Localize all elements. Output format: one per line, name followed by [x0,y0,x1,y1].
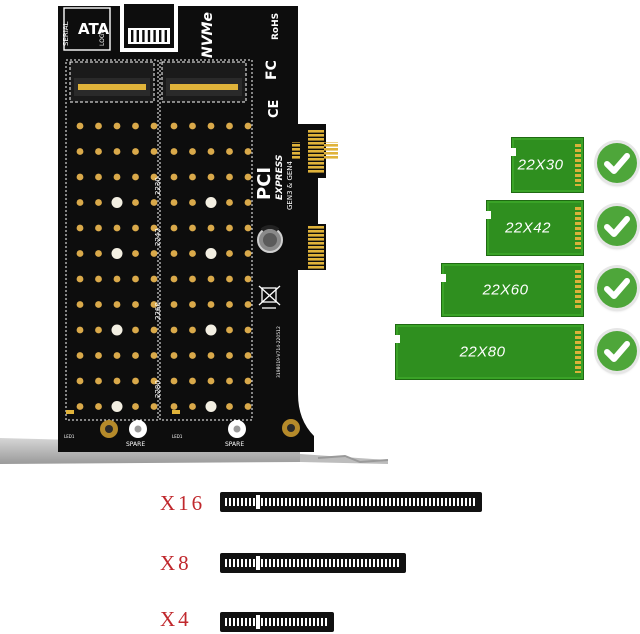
adapter-card: 2230 2242 2260 2280 SERIAL ATA LOGO NVMe… [0,0,389,464]
left-module-outline [65,59,159,421]
m2-socket-right [161,61,247,103]
pcie-slot-x16 [220,492,482,512]
check-icon [597,331,637,371]
led-right [172,410,180,414]
svg-text:GEN3 & GEN4: GEN3 & GEN4 [286,160,294,210]
svg-text:EXPRESS: EXPRESS [275,155,285,200]
slot-label-x8: X8 [160,551,192,575]
serial-ata-logo: SERIAL ATA LOGO [62,7,111,51]
length-mark-2242: 2242 [154,228,162,246]
check-icon [597,268,637,308]
rohs-mark: RoHS [271,13,281,40]
module-22x60: 22X60 [441,263,584,317]
pcie-edge-connector [300,130,324,269]
spare-hole-right [228,420,246,438]
ce-mark: CE [267,100,282,118]
svg-text:ATA: ATA [78,20,110,38]
weee-bin-icon [258,285,281,309]
mount-hole-left [100,420,118,438]
check-icon [597,143,637,183]
pcie-slot-x4 [220,612,334,632]
svg-text:SERIAL: SERIAL [62,21,70,46]
module-label: 22X30 [517,156,564,174]
module-label: 22X60 [482,281,529,299]
pcie-slot-x8 [220,553,406,573]
module-22x80: 22X80 [395,324,584,380]
pad-grid [76,122,252,412]
module-22x30: 22X30 [511,137,584,193]
mount-hole-right [282,419,300,437]
spare-label-left: SPARE [126,441,145,448]
nvme-logo: NVMe [200,12,216,58]
spare-hole-left [129,420,147,438]
led-label-right: LED1 [172,434,183,439]
fc-mark: FC [264,60,280,80]
slot-label-x16: X16 [160,491,206,515]
module-label: 22X80 [459,343,506,361]
svg-text:LOGO: LOGO [99,28,106,46]
svg-text:PCI: PCI [254,167,275,200]
slot-label-x4: X4 [160,607,192,631]
led-left [66,410,74,414]
length-mark-2230: 2230 [154,177,162,195]
spare-label-right: SPARE [225,441,244,448]
pci-express-logo: PCI EXPRESS GEN3 & GEN4 [254,155,294,210]
check-icon [597,206,637,246]
m2-socket-left [69,61,155,103]
top-connector [120,0,178,52]
led-label-left: LED1 [64,434,75,439]
module-label: 22X42 [505,219,551,237]
serial-number: 3198019-V714-220512 [276,326,282,378]
capacitor-icon [257,225,283,253]
length-mark-2280: 2280 [154,380,162,398]
module-22x42: 22X42 [486,200,584,256]
right-module-outline [159,59,253,421]
length-mark-2260: 2260 [154,302,162,320]
